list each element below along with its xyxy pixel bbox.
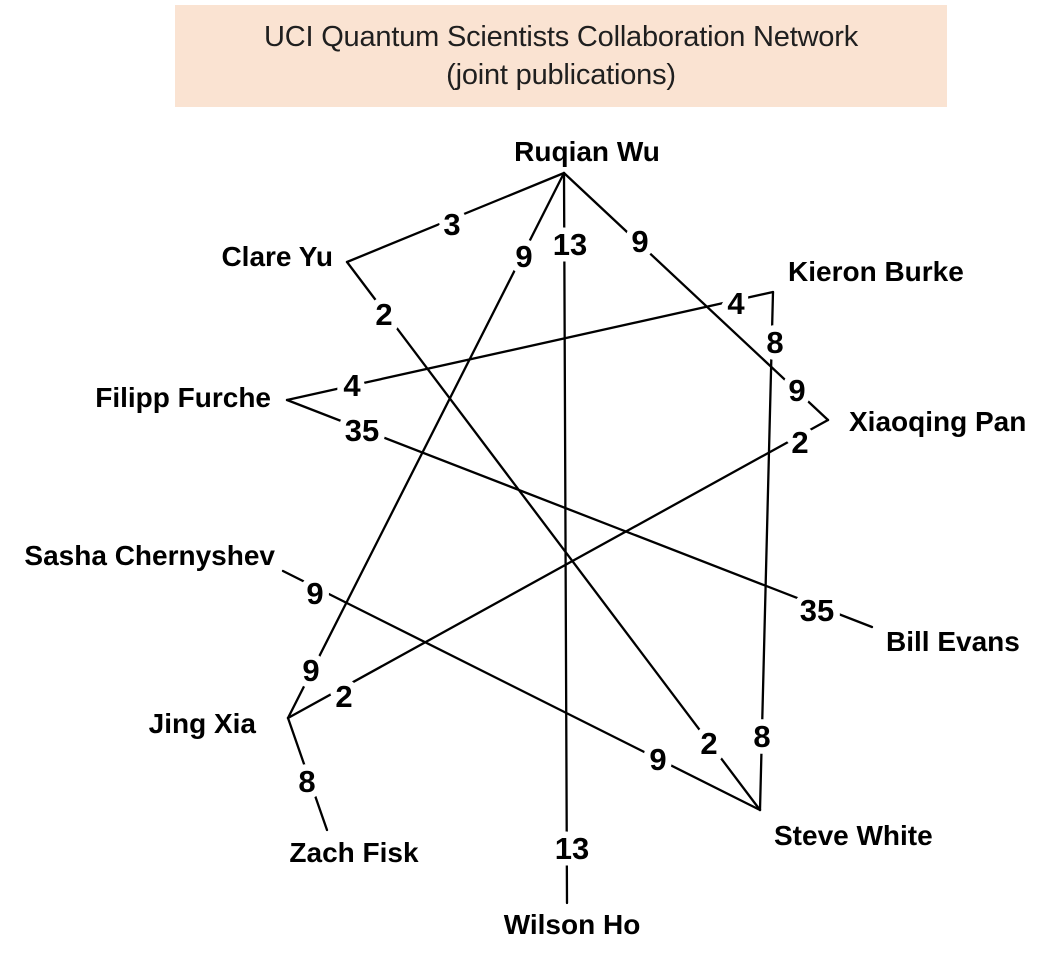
edge-weight-label-sasha_chernyshev--steve_white-0: 9 xyxy=(306,576,323,611)
node-label-wilson_ho: Wilson Ho xyxy=(504,909,641,940)
edge-weight-label-ruqian_wu--wilson_ho-0: 13 xyxy=(553,227,587,262)
edge-kieron_burke--steve_white xyxy=(758,290,775,812)
edge-clare_yu--steve_white xyxy=(345,260,762,812)
node-label-kieron_burke: Kieron Burke xyxy=(788,256,964,287)
edge-weight-label-clare_yu--steve_white-1: 2 xyxy=(700,726,717,761)
edge-weight-label-filipp_furche--bill_evans-0: 35 xyxy=(345,413,379,448)
edge-sasha_chernyshev--steve_white xyxy=(281,569,762,812)
edge-weight-label-ruqian_wu--jing_xia-1: 9 xyxy=(302,653,319,688)
edge-filipp_furche--bill_evans xyxy=(285,398,874,629)
node-label-bill_evans: Bill Evans xyxy=(886,626,1020,657)
edge-weight-label-ruqian_wu--xiaoqing_pan-0: 9 xyxy=(631,224,648,259)
edge-xiaoqing_pan--jing_xia xyxy=(286,418,830,720)
edge-weight-label-kieron_burke--steve_white-0: 8 xyxy=(766,325,783,360)
figure-title-line1: UCI Quantum Scientists Collaboration Net… xyxy=(264,21,858,53)
edge-weight-label-ruqian_wu--wilson_ho-1: 13 xyxy=(555,831,589,866)
edge-ruqian_wu--xiaoqing_pan xyxy=(562,171,830,422)
edge-ruqian_wu--wilson_ho xyxy=(562,171,569,905)
node-label-ruqian_wu: Ruqian Wu xyxy=(514,136,660,167)
edge-weight-label-ruqian_wu--xiaoqing_pan-1: 9 xyxy=(788,373,805,408)
edge-weight-label-jing_xia--zach_fisk-0: 8 xyxy=(298,764,315,799)
edge-weight-label-ruqian_wu--clare_yu-0: 3 xyxy=(443,207,460,242)
node-label-steve_white: Steve White xyxy=(774,820,933,851)
edge-weight-label-filipp_furche--kieron_burke-0: 4 xyxy=(343,368,361,403)
node-label-clare_yu: Clare Yu xyxy=(221,241,333,272)
edge-weight-label-kieron_burke--steve_white-1: 8 xyxy=(753,719,770,754)
node-label-sasha_chernyshev: Sasha Chernyshev xyxy=(24,540,275,571)
edge-filipp_furche--kieron_burke xyxy=(285,290,775,402)
edge-weight-label-xiaoqing_pan--jing_xia-0: 2 xyxy=(791,425,808,460)
edge-weight-label-clare_yu--steve_white-0: 2 xyxy=(375,297,392,332)
edge-jing_xia--zach_fisk xyxy=(286,716,329,832)
node-label-jing_xia: Jing Xia xyxy=(149,708,257,739)
node-label-filipp_furche: Filipp Furche xyxy=(95,382,271,413)
edge-ruqian_wu--clare_yu xyxy=(345,171,566,264)
figure-title-line2: (joint publications) xyxy=(446,59,676,91)
edge-ruqian_wu--jing_xia xyxy=(286,171,566,720)
edge-weight-label-xiaoqing_pan--jing_xia-1: 2 xyxy=(335,679,352,714)
node-label-xiaoqing_pan: Xiaoqing Pan xyxy=(849,406,1026,437)
edge-weight-label-ruqian_wu--jing_xia-0: 9 xyxy=(515,239,532,274)
title-banner: UCI Quantum Scientists Collaboration Net… xyxy=(175,5,947,107)
edge-weight-label-filipp_furche--bill_evans-1: 35 xyxy=(800,593,834,628)
edge-weight-label-filipp_furche--kieron_burke-1: 4 xyxy=(727,286,745,321)
node-label-zach_fisk: Zach Fisk xyxy=(289,837,419,868)
edge-weight-label-sasha_chernyshev--steve_white-1: 9 xyxy=(649,742,666,777)
